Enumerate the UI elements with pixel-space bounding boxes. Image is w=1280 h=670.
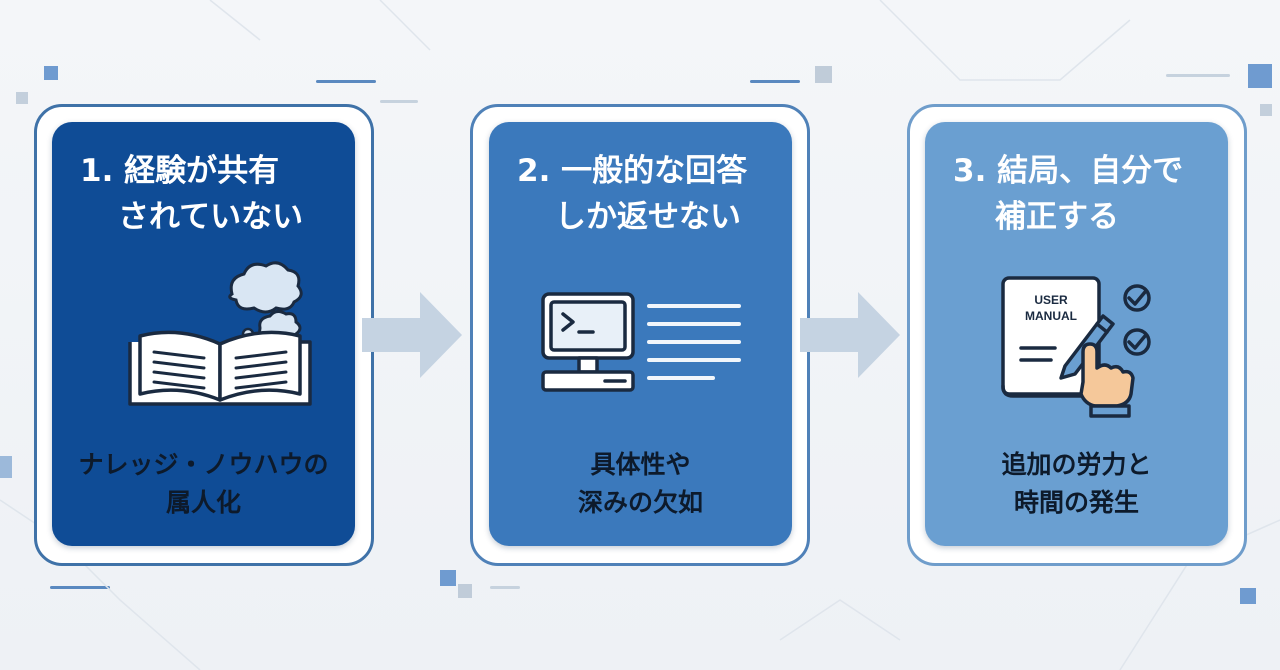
step-3-title-line2: 補正する bbox=[995, 199, 1119, 235]
decor-line bbox=[50, 586, 110, 589]
step-3-card: 3. 結局、自分で 補正する USER MANUAL 追加の労力と 時間の発生 bbox=[925, 122, 1228, 546]
step-2-caption-line1: 具体性や bbox=[590, 450, 691, 479]
step-1-caption: ナレッジ・ノウハウの 属人化 bbox=[52, 446, 355, 522]
step-2-caption: 具体性や 深みの欠如 bbox=[489, 446, 792, 522]
decor-line bbox=[490, 586, 520, 589]
step-3-caption: 追加の労力と 時間の発生 bbox=[925, 446, 1228, 522]
decor-square bbox=[1248, 64, 1272, 88]
open-book-with-thought-clouds-icon bbox=[128, 261, 312, 406]
step-3-title: 3. 結局、自分で 補正する bbox=[925, 148, 1228, 240]
step-2-title: 2. 一般的な回答 しか返せない bbox=[489, 148, 792, 240]
step-1-caption-line2: 属人化 bbox=[165, 488, 241, 517]
decor-square bbox=[44, 66, 58, 80]
step-2-card: 2. 一般的な回答 しか返せない 具体性や 深みの欠如 bbox=[489, 122, 792, 546]
manual-label-line1: USER bbox=[1034, 293, 1068, 307]
step-1-title: 1. 経験が共有 されていない bbox=[52, 148, 355, 240]
decor-square bbox=[1240, 588, 1256, 604]
step-3-caption-line2: 時間の発生 bbox=[1013, 488, 1139, 517]
computer-terminal-icon bbox=[541, 292, 741, 392]
arrow-right-icon bbox=[800, 292, 900, 378]
decor-line bbox=[750, 80, 800, 83]
step-1-title-line1: 1. 経験が共有 bbox=[80, 153, 280, 189]
decor-line bbox=[1166, 74, 1230, 77]
step-2-caption-line2: 深みの欠如 bbox=[577, 488, 703, 517]
decor-line bbox=[316, 80, 376, 83]
manual-label-line2: MANUAL bbox=[1025, 309, 1077, 323]
decor-square bbox=[458, 584, 472, 598]
step-1-caption-line1: ナレッジ・ノウハウの bbox=[78, 450, 329, 479]
step-3-caption-line1: 追加の労力と bbox=[1001, 450, 1152, 479]
decor-square bbox=[440, 570, 456, 586]
decor-square bbox=[815, 66, 832, 83]
step-1-title-line2: されていない bbox=[118, 199, 304, 235]
decor-square bbox=[16, 92, 28, 104]
decor-line bbox=[380, 100, 418, 103]
step-1-card: 1. 経験が共有 されていない ナレッジ・ノウハウの 属人化 bbox=[52, 122, 355, 546]
step-3-title-line1: 3. 結局、自分で bbox=[953, 153, 1184, 189]
step-2-title-line1: 2. 一般的な回答 bbox=[517, 153, 748, 189]
decor-square bbox=[1260, 104, 1272, 116]
decor-square bbox=[0, 456, 12, 478]
arrow-right-icon bbox=[362, 292, 462, 378]
user-manual-edit-icon: USER MANUAL bbox=[1001, 276, 1151, 418]
step-2-title-line2: しか返せない bbox=[555, 199, 741, 235]
